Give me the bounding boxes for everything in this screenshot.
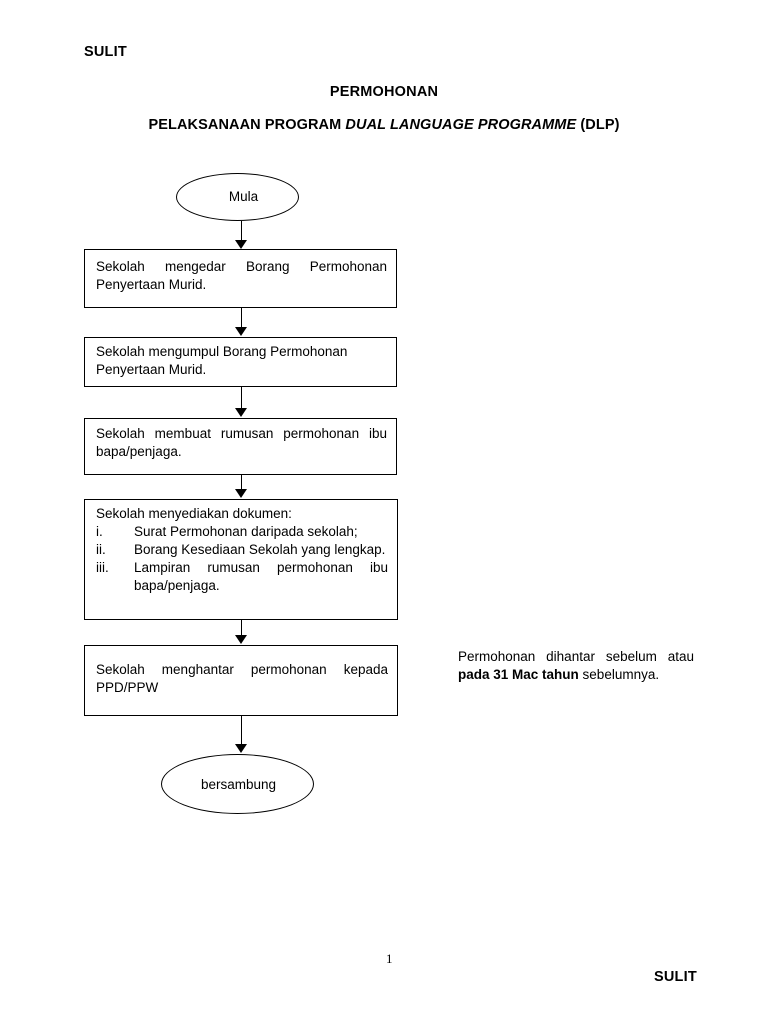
flow-end-label: bersambung [200, 776, 277, 792]
side-note-part-3: sebelumnya. [578, 666, 660, 682]
flow-start-label: Mula [228, 188, 259, 204]
side-note-part-1: Permohonan dihantar sebelum atau [458, 649, 694, 664]
list-item-text: Borang Kesediaan Sekolah yang lengkap. [134, 541, 386, 557]
page-number: 1 [386, 951, 393, 966]
list-marker: ii. [96, 541, 106, 557]
side-note-deadline: Permohonan dihantar sebelum atau pada 31… [458, 648, 694, 684]
arrowhead-icon-5 [235, 635, 247, 644]
side-note-deadline-emphasis: pada 31 Mac tahun [458, 666, 579, 682]
connector-line-2 [241, 308, 243, 328]
flow-step-box-4: Sekolah menyediakan dokumen: i. Surat Per… [84, 499, 398, 620]
list-item-text: Lampiran rumusan permohonan ibu bapa/pen… [134, 559, 388, 593]
arrowhead-icon-6 [235, 744, 247, 753]
title-line-1: PERMOHONAN [329, 84, 439, 100]
connector-line-1 [241, 221, 243, 241]
flow-step-text-2: Sekolah mengumpul Borang Permohonan Peny… [96, 344, 348, 377]
title-italic-term: DUAL LANGUAGE PROGRAMME [345, 117, 577, 133]
flow-step-content-4: Sekolah menyediakan dokumen: i. Surat Per… [96, 505, 388, 595]
flow-step-box-5: Sekolah menghantar permohonan kepada PPD… [84, 645, 398, 716]
connector-line-4 [241, 475, 243, 490]
classification-header: SULIT [84, 44, 127, 60]
list-item: i. Surat Permohonan daripada sekolah; [96, 523, 388, 541]
list-marker: i. [96, 523, 103, 539]
flow-step-text-3: Sekolah membuat rumusan permohonan ibu b… [96, 426, 387, 459]
document-requirement-list: i. Surat Permohonan daripada sekolah; ii.… [96, 523, 388, 595]
document-title: PERMOHONAN PELAKSANAAN PROGRAM DUAL LANG… [0, 84, 768, 133]
flow-step-text-1: Sekolah mengedar Borang Permohonan Penye… [96, 259, 387, 292]
list-item-text: Surat Permohonan daripada sekolah; [134, 523, 358, 539]
title-line-2: PELAKSANAAN PROGRAM DUAL LANGUAGE PROGRA… [0, 117, 768, 133]
connector-line-6 [241, 716, 243, 745]
arrowhead-icon-1 [235, 240, 247, 249]
flow-step-box-3: Sekolah membuat rumusan permohonan ibu b… [84, 418, 397, 475]
flow-start-terminator: Mula [176, 173, 299, 221]
list-marker: iii. [96, 559, 109, 575]
document-list-heading: Sekolah menyediakan dokumen: [96, 506, 292, 521]
connector-line-3 [241, 387, 243, 409]
classification-footer: SULIT [654, 969, 697, 985]
flow-end-terminator: bersambung [161, 754, 314, 814]
flow-step-box-2: Sekolah mengumpul Borang Permohonan Peny… [84, 337, 397, 387]
connector-line-5 [241, 620, 243, 636]
flow-step-text-5: Sekolah menghantar permohonan kepada PPD… [96, 662, 388, 695]
arrowhead-icon-3 [235, 408, 247, 417]
flow-step-box-1: Sekolah mengedar Borang Permohonan Penye… [84, 249, 397, 308]
arrowhead-icon-4 [235, 489, 247, 498]
list-item: iii. Lampiran rumusan permohonan ibu bapa… [96, 559, 388, 595]
title-suffix: (DLP) [576, 117, 620, 133]
arrowhead-icon-2 [235, 327, 247, 336]
title-prefix: PELAKSANAAN PROGRAM [148, 117, 346, 133]
list-item: ii. Borang Kesediaan Sekolah yang lengkap… [96, 541, 388, 559]
